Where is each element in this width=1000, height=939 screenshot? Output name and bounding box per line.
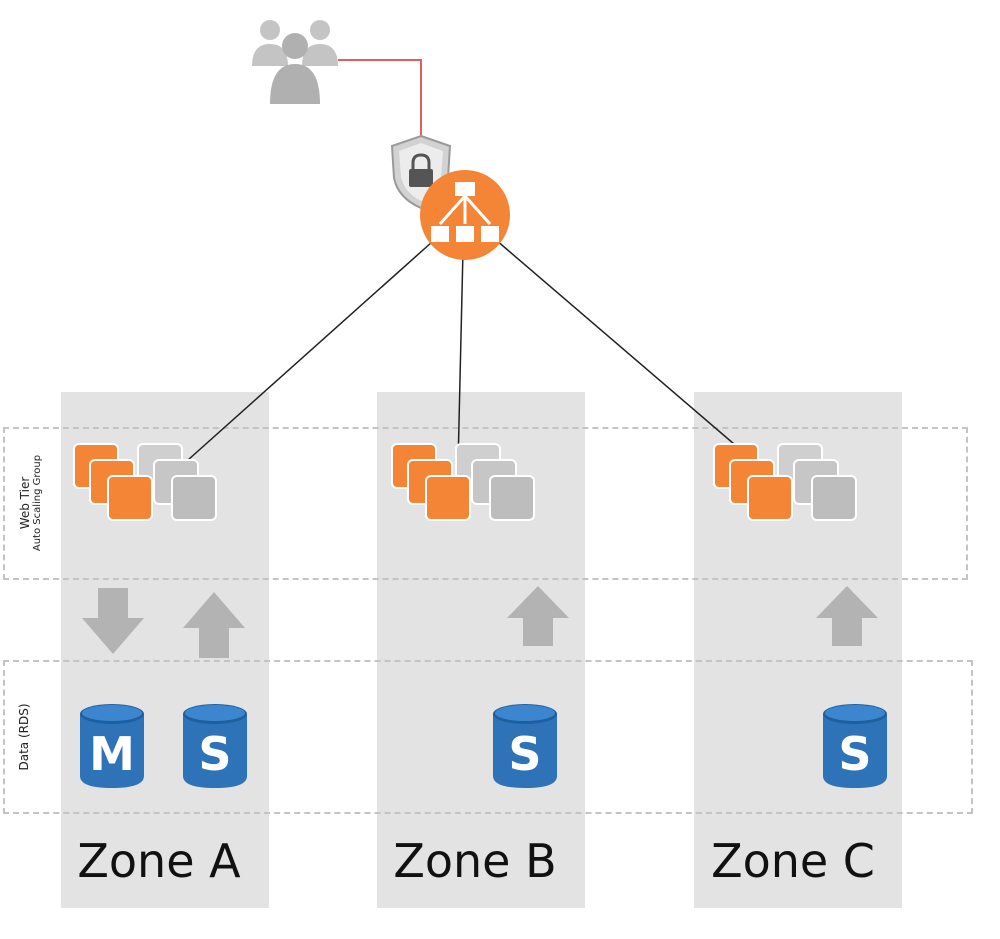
zone-b-instances-icon xyxy=(391,443,535,521)
user-link-line xyxy=(338,59,422,140)
database-standby-zone-b: S xyxy=(491,702,559,790)
arrow-up-icon xyxy=(507,586,569,646)
lb-to-zone-c-line xyxy=(495,239,742,451)
data-tier-box xyxy=(3,660,973,814)
database-master-zone-a: M xyxy=(78,702,146,790)
zone-b-label: Zone B xyxy=(393,834,557,888)
database-icon xyxy=(493,704,557,788)
users-icon xyxy=(252,20,338,104)
lb-to-zone-a-line xyxy=(159,241,433,486)
database-icon xyxy=(823,704,887,788)
arrow-up-icon xyxy=(816,586,878,646)
zone-a-label: Zone A xyxy=(77,834,241,888)
load-balancer-icon xyxy=(420,170,510,260)
zone-c-label: Zone C xyxy=(711,834,875,888)
lb-to-zone-b-line xyxy=(457,249,464,467)
database-letter: S xyxy=(198,727,232,781)
database-standby-zone-a: S xyxy=(181,702,249,790)
database-letter: M xyxy=(89,727,135,781)
zone-c-instances-icon xyxy=(713,443,857,521)
database-icon xyxy=(80,704,144,788)
zone-a-instances-icon xyxy=(73,443,217,521)
arrow-down-icon xyxy=(82,588,144,654)
database-letter: S xyxy=(508,727,542,781)
database-standby-zone-c: S xyxy=(821,702,889,790)
arrow-up-icon xyxy=(183,592,245,658)
database-icon xyxy=(183,704,247,788)
database-letter: S xyxy=(838,727,872,781)
web-tier-box xyxy=(3,427,968,580)
